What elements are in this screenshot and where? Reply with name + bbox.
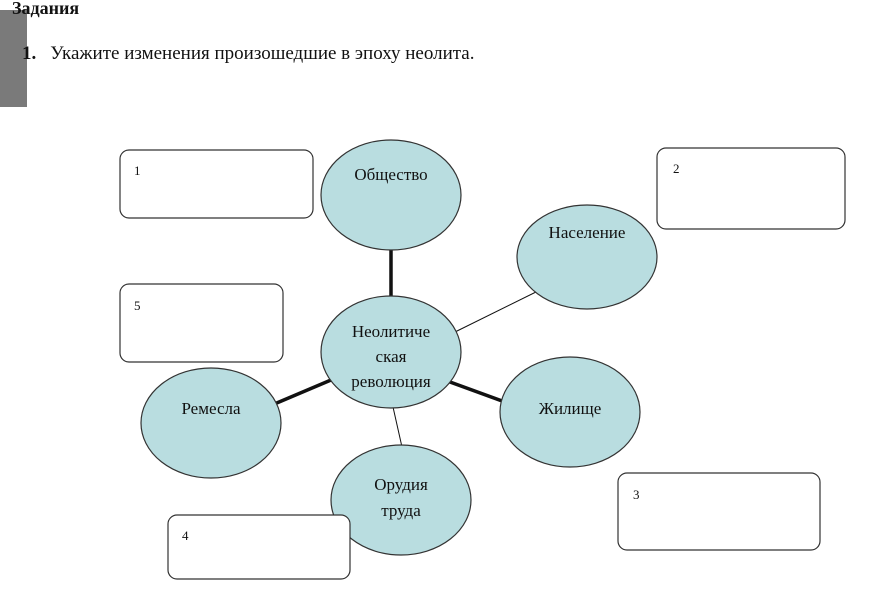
node-dwelling	[499, 356, 641, 468]
section-heading: Задания	[12, 0, 80, 18]
answer-box-5[interactable]	[119, 283, 284, 363]
answer-box-3[interactable]	[617, 472, 821, 551]
box-number-3: 3	[633, 487, 640, 502]
node-center	[320, 295, 462, 409]
answer-box-1[interactable]	[119, 149, 314, 219]
side-bar	[0, 10, 27, 107]
label-center-1: Неолитиче	[352, 322, 430, 341]
label-center-3: революция	[351, 372, 431, 391]
box-number-4: 4	[182, 528, 189, 543]
box-number-5: 5	[134, 298, 141, 313]
label-tools-2: труда	[381, 501, 421, 520]
node-tools	[330, 444, 472, 556]
label-center-2: ская	[376, 347, 407, 366]
link-tools	[392, 406, 403, 448]
task-text: Укажите изменения произошедшие в эпоху н…	[50, 43, 475, 64]
task-number: 1.	[22, 43, 37, 64]
label-crafts: Ремесла	[181, 399, 241, 418]
box-number-1: 1	[134, 163, 141, 178]
answer-box-2[interactable]	[656, 147, 846, 230]
node-society	[320, 139, 462, 251]
node-population	[516, 204, 658, 310]
link-population	[454, 289, 541, 333]
task-item: 1. Укажите изменения произошедшие в эпоху…	[22, 43, 474, 65]
label-population: Население	[549, 223, 626, 242]
node-crafts	[140, 367, 282, 479]
box-number-2: 2	[673, 161, 680, 176]
link-crafts	[271, 378, 332, 407]
answer-box-4[interactable]	[167, 514, 351, 580]
label-dwelling: Жилище	[539, 399, 602, 418]
label-tools-1: Орудия	[374, 475, 428, 494]
label-society: Общество	[354, 165, 427, 184]
